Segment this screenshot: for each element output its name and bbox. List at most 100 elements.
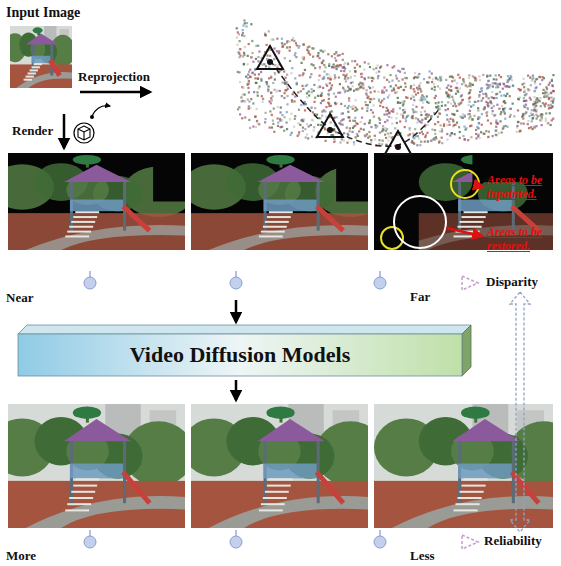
point-cloud xyxy=(541,79,543,81)
point-cloud xyxy=(282,45,284,47)
point-cloud xyxy=(274,78,276,80)
point-cloud xyxy=(293,126,295,128)
camera-frustum xyxy=(385,131,411,154)
point-cloud xyxy=(286,121,288,123)
point-cloud xyxy=(263,63,265,65)
point-cloud xyxy=(361,117,363,119)
point-cloud xyxy=(532,113,534,115)
point-cloud xyxy=(441,105,443,107)
point-cloud xyxy=(361,107,363,109)
point-cloud xyxy=(369,101,371,103)
point-cloud xyxy=(446,133,448,135)
point-cloud xyxy=(435,77,437,79)
point-cloud xyxy=(378,139,380,141)
point-cloud xyxy=(270,102,272,104)
point-cloud xyxy=(387,132,389,134)
point-cloud xyxy=(532,75,534,77)
point-cloud xyxy=(312,64,314,66)
point-cloud xyxy=(249,69,251,71)
point-cloud xyxy=(330,105,332,107)
point-cloud xyxy=(468,101,470,103)
point-cloud xyxy=(477,109,479,111)
point-cloud xyxy=(472,75,474,77)
point-cloud xyxy=(468,92,470,94)
point-cloud xyxy=(383,113,385,115)
point-cloud xyxy=(495,119,497,121)
point-cloud xyxy=(437,105,439,107)
point-cloud xyxy=(252,61,254,63)
point-cloud xyxy=(468,117,470,119)
point-cloud xyxy=(414,111,416,113)
process-arrow xyxy=(63,114,66,148)
point-cloud xyxy=(374,135,376,137)
point-cloud xyxy=(277,121,279,123)
point-cloud xyxy=(414,72,416,74)
point-cloud xyxy=(397,102,399,104)
point-cloud xyxy=(412,117,414,119)
point-cloud xyxy=(328,89,330,91)
point-cloud xyxy=(397,87,399,89)
point-cloud xyxy=(373,116,375,118)
point-cloud xyxy=(317,95,319,97)
point-cloud xyxy=(439,79,441,81)
point-cloud xyxy=(327,53,329,55)
point-cloud xyxy=(434,89,436,91)
trajectory-icon xyxy=(92,106,110,116)
point-cloud xyxy=(525,111,527,113)
point-cloud xyxy=(467,113,469,115)
point-cloud xyxy=(381,130,383,132)
point-cloud xyxy=(453,101,455,103)
point-cloud xyxy=(485,93,487,95)
point-cloud xyxy=(358,130,360,132)
point-cloud xyxy=(307,46,309,48)
point-cloud xyxy=(278,50,280,52)
point-cloud xyxy=(281,42,283,44)
point-cloud xyxy=(313,101,315,103)
point-cloud xyxy=(321,92,323,94)
point-cloud xyxy=(419,132,421,134)
point-cloud xyxy=(238,33,240,35)
point-cloud xyxy=(299,124,301,126)
point-cloud xyxy=(406,97,408,99)
point-cloud xyxy=(264,121,266,123)
point-cloud xyxy=(452,105,454,107)
point-cloud xyxy=(352,105,354,107)
point-cloud xyxy=(248,71,250,73)
point-cloud xyxy=(268,65,270,67)
point-cloud xyxy=(238,106,240,108)
point-cloud xyxy=(550,97,552,99)
point-cloud xyxy=(417,75,419,77)
point-cloud xyxy=(326,132,328,134)
point-cloud xyxy=(435,77,437,79)
point-cloud xyxy=(379,119,381,121)
point-cloud xyxy=(384,134,386,136)
point-cloud xyxy=(386,119,388,121)
point-cloud xyxy=(256,120,258,122)
point-cloud xyxy=(366,89,368,91)
point-cloud xyxy=(248,119,250,121)
process-arrow xyxy=(80,91,150,94)
point-cloud xyxy=(362,87,364,89)
point-cloud xyxy=(257,78,259,80)
point-cloud xyxy=(536,101,538,103)
point-cloud xyxy=(283,70,285,72)
point-cloud xyxy=(247,74,249,76)
point-cloud xyxy=(325,140,327,142)
point-cloud xyxy=(346,78,348,80)
point-cloud xyxy=(533,126,535,128)
point-cloud xyxy=(335,96,337,98)
point-cloud xyxy=(254,77,256,79)
point-cloud xyxy=(430,115,432,117)
point-cloud xyxy=(492,135,494,137)
camera-frustum xyxy=(257,46,283,69)
point-cloud xyxy=(552,74,554,76)
point-cloud xyxy=(455,93,457,95)
point-cloud xyxy=(277,125,279,127)
point-cloud xyxy=(306,133,308,135)
box-face xyxy=(18,325,471,334)
point-cloud xyxy=(258,85,260,87)
point-cloud xyxy=(482,93,484,95)
point-cloud xyxy=(541,116,543,118)
point-cloud xyxy=(273,47,275,49)
point-cloud xyxy=(530,84,532,86)
